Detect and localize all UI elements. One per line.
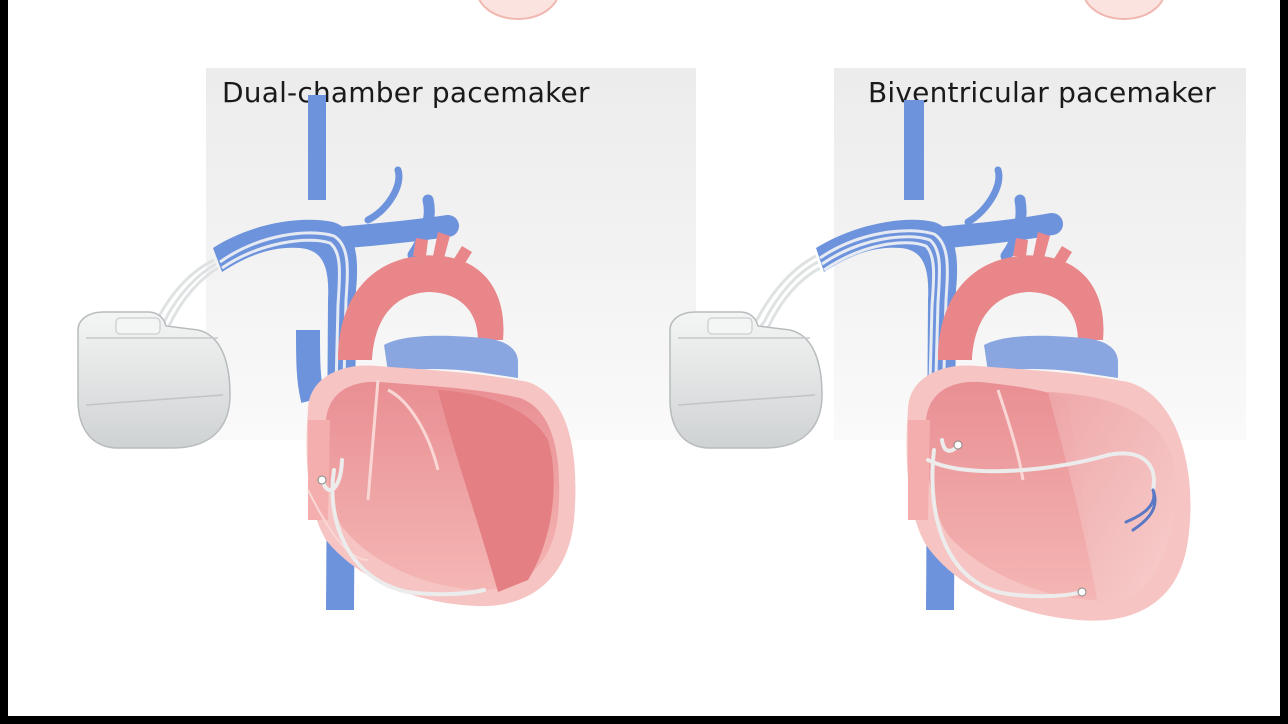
- slide-frame: Dual-chamber pacemaker Biventricular pac…: [8, 0, 1280, 716]
- biventricular-illustration: [670, 100, 1191, 621]
- left-pacemaker-device: [78, 312, 230, 448]
- pacemaker-diagram: [8, 0, 1280, 716]
- right-pacemaker-device: [670, 312, 822, 448]
- dual-chamber-illustration: [78, 95, 575, 610]
